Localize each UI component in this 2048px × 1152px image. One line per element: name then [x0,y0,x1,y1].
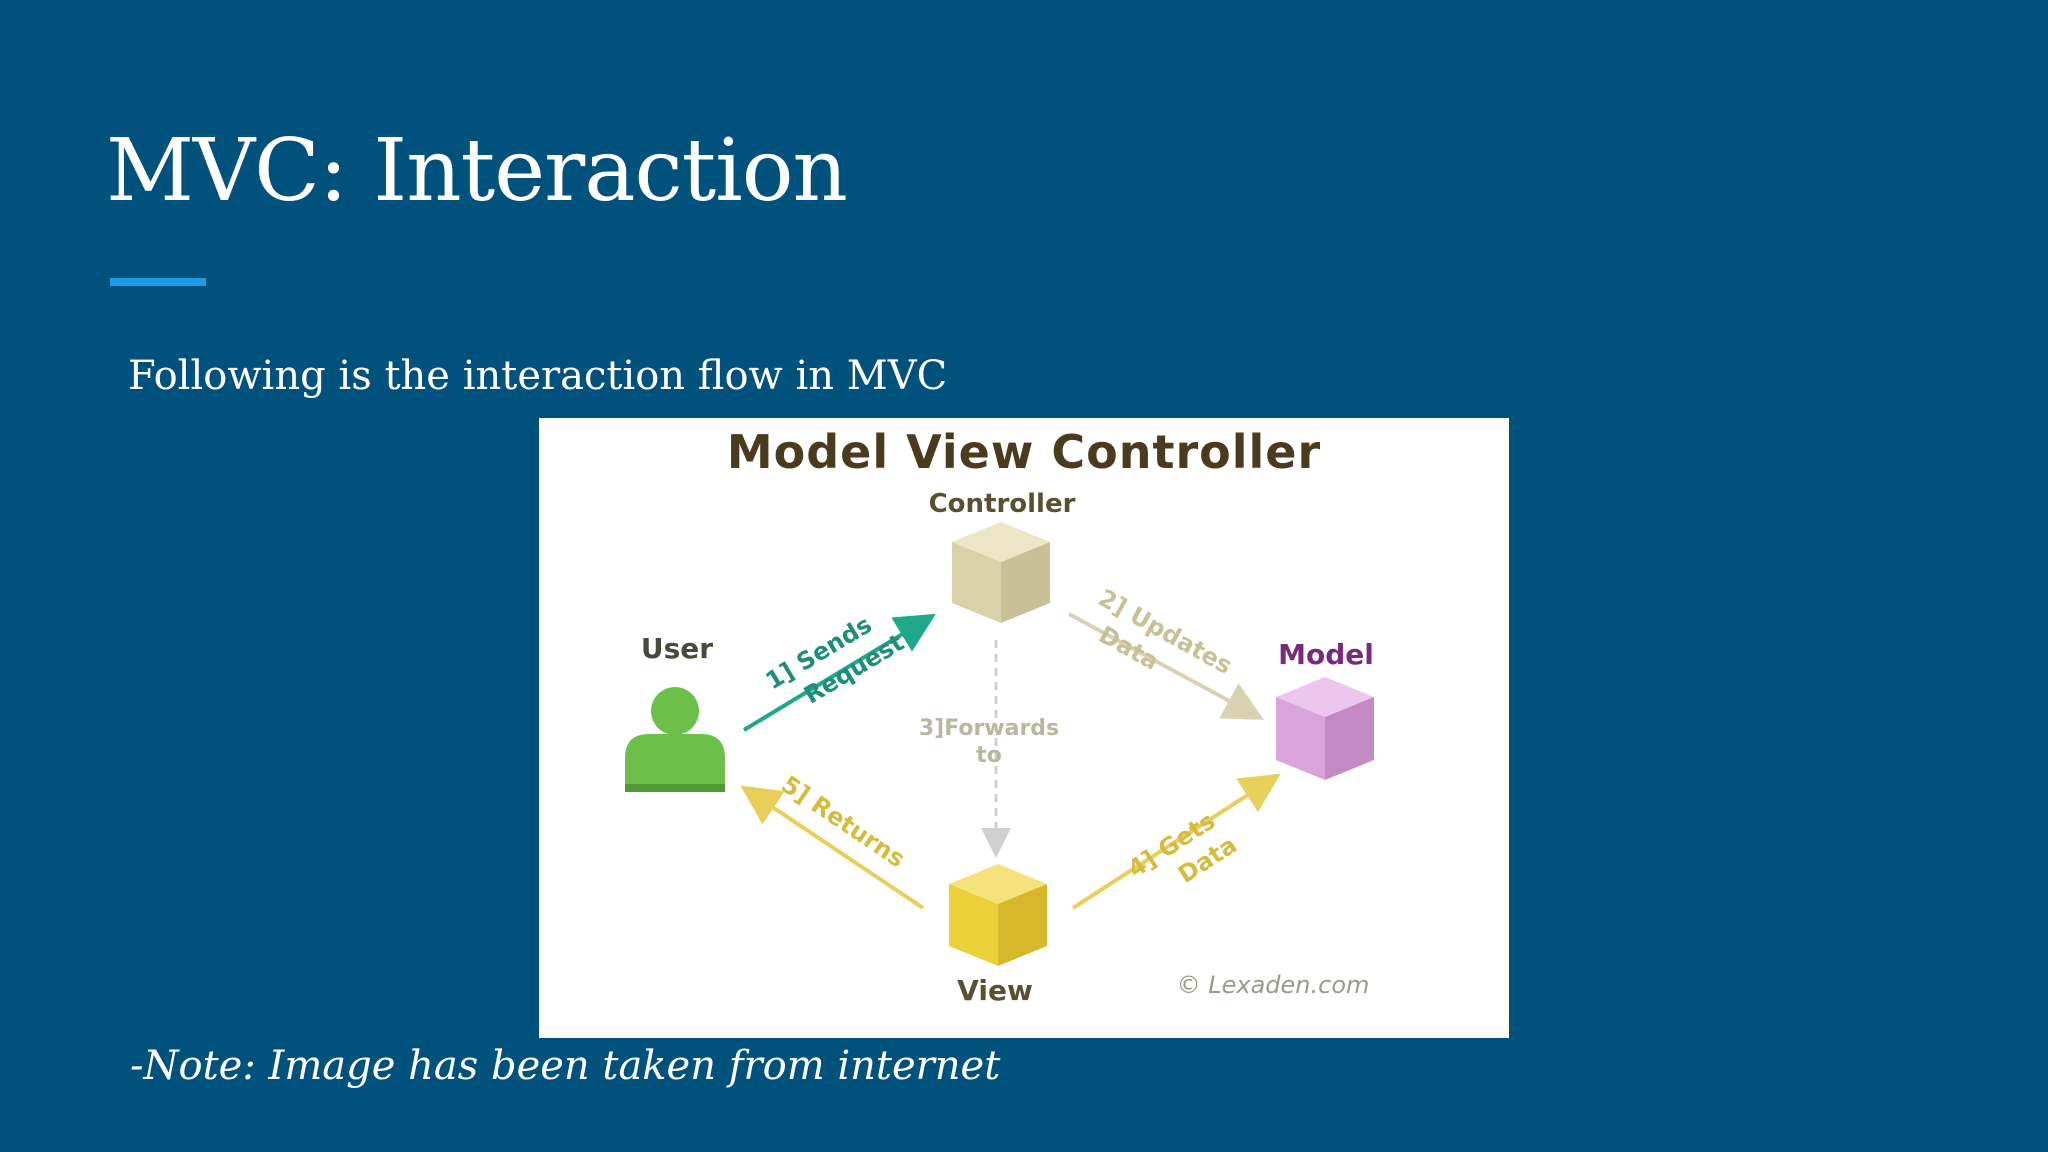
edge-label-forwards-to-2: to [976,743,1002,768]
view-label: View [957,974,1033,1007]
arrow-sends-request [742,613,936,732]
user-label: User [641,632,713,665]
user-person-icon [625,687,725,792]
edge-label-forwards-to-1: 3]Forwards [919,716,1059,741]
model-label: Model [1278,638,1374,671]
diagram-title: Model View Controller [727,425,1321,479]
mvc-diagram: Model View Controller Controller User Mo… [625,425,1374,1007]
arrow-gets-data [1071,773,1281,910]
view-cube-icon [949,864,1047,966]
controller-label: Controller [929,489,1076,519]
arrow-updates-data [1068,612,1265,720]
diagram-copyright: © Lexaden.com [1177,971,1370,999]
title-accent-bar [110,278,206,286]
image-source-note: -Note: Image has been taken from interne… [130,1043,1001,1089]
slide-subtitle: Following is the interaction flow in MVC [128,353,948,399]
arrow-returns [740,785,925,910]
mvc-diagram-image: Model View Controller Controller User Mo… [539,418,1509,1038]
model-cube-icon [1276,677,1374,780]
slide-title: MVC: Interaction [106,121,848,221]
controller-cube-icon [952,522,1050,623]
